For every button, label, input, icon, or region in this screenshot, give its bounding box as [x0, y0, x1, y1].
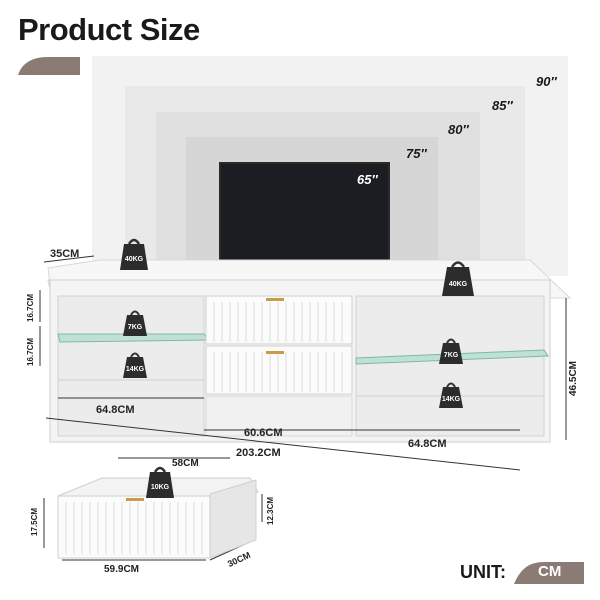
middle-width-label: 60.6CM [244, 427, 283, 439]
weight-icon: 40KG [120, 238, 148, 270]
svg-text:7KG: 7KG [128, 324, 143, 331]
tv-size-65-label: 65″ [357, 172, 378, 187]
unit-label: UNIT: [460, 561, 506, 582]
title-underline-swoosh [18, 57, 80, 75]
svg-text:14KG: 14KG [442, 396, 461, 403]
total-width-label: 203.2CM [236, 447, 281, 459]
unit-badge: CM [514, 560, 584, 584]
left-width-label: 64.8CM [96, 404, 135, 416]
tv-screen [219, 162, 390, 276]
depth-label: 35CM [50, 248, 80, 260]
drawer-width-label: 59.9CM [104, 564, 140, 575]
tv-size-90-label: 90″ [536, 74, 557, 89]
drawer-illustration [57, 477, 259, 559]
svg-text:40KG: 40KG [125, 256, 144, 263]
shelf-height-upper-label: 16.7CM [26, 293, 35, 322]
weight-icon: 7KG [123, 310, 147, 336]
tv-size-85-label: 85″ [492, 98, 513, 113]
svg-text:7KG: 7KG [444, 352, 459, 359]
weight-icon: 10KG [146, 466, 174, 498]
weight-icon: 14KG [123, 352, 147, 378]
weight-icon: 40KG [442, 261, 474, 296]
weight-icon: 14KG [439, 382, 463, 408]
shelf-height-lower-label: 16.7CM [26, 337, 35, 366]
svg-text:10KG: 10KG [151, 484, 170, 491]
right-width-label: 64.8CM [408, 438, 447, 450]
unit-value: CM [538, 563, 562, 580]
svg-text:40KG: 40KG [449, 281, 468, 288]
drawer-front-height-label: 17.5CM [30, 507, 39, 536]
weight-icon: 7KG [439, 338, 463, 364]
tv-size-75-label: 75″ [406, 146, 427, 161]
tv-size-80-label: 80″ [448, 122, 469, 137]
page-title: Product Size [18, 12, 200, 47]
drawer-inner-height-label: 12.3CM [266, 496, 275, 525]
svg-text:14KG: 14KG [126, 366, 145, 373]
unit-indicator: UNIT: CM [460, 559, 584, 585]
total-height-label: 46.5CM [568, 360, 579, 396]
drawer-depth-label: 58CM [172, 458, 199, 469]
